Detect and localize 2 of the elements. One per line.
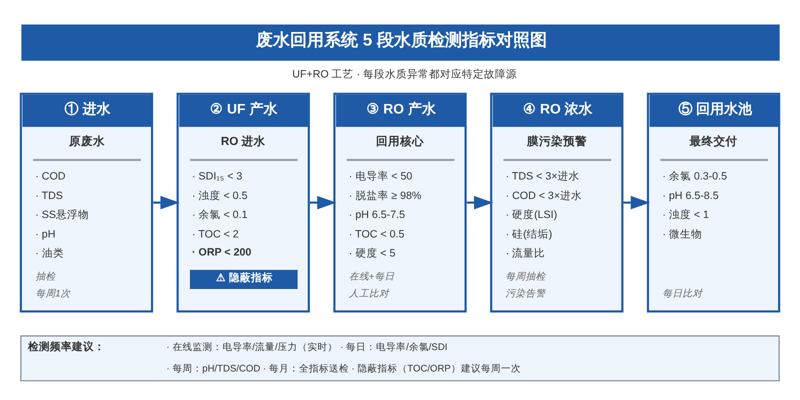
caption: UF+RO 工艺 · 每段水质异常都对应特定故障源 xyxy=(292,68,518,80)
diagram-title: 废水回用系统 5 段水质检测指标对照图 xyxy=(256,30,547,50)
